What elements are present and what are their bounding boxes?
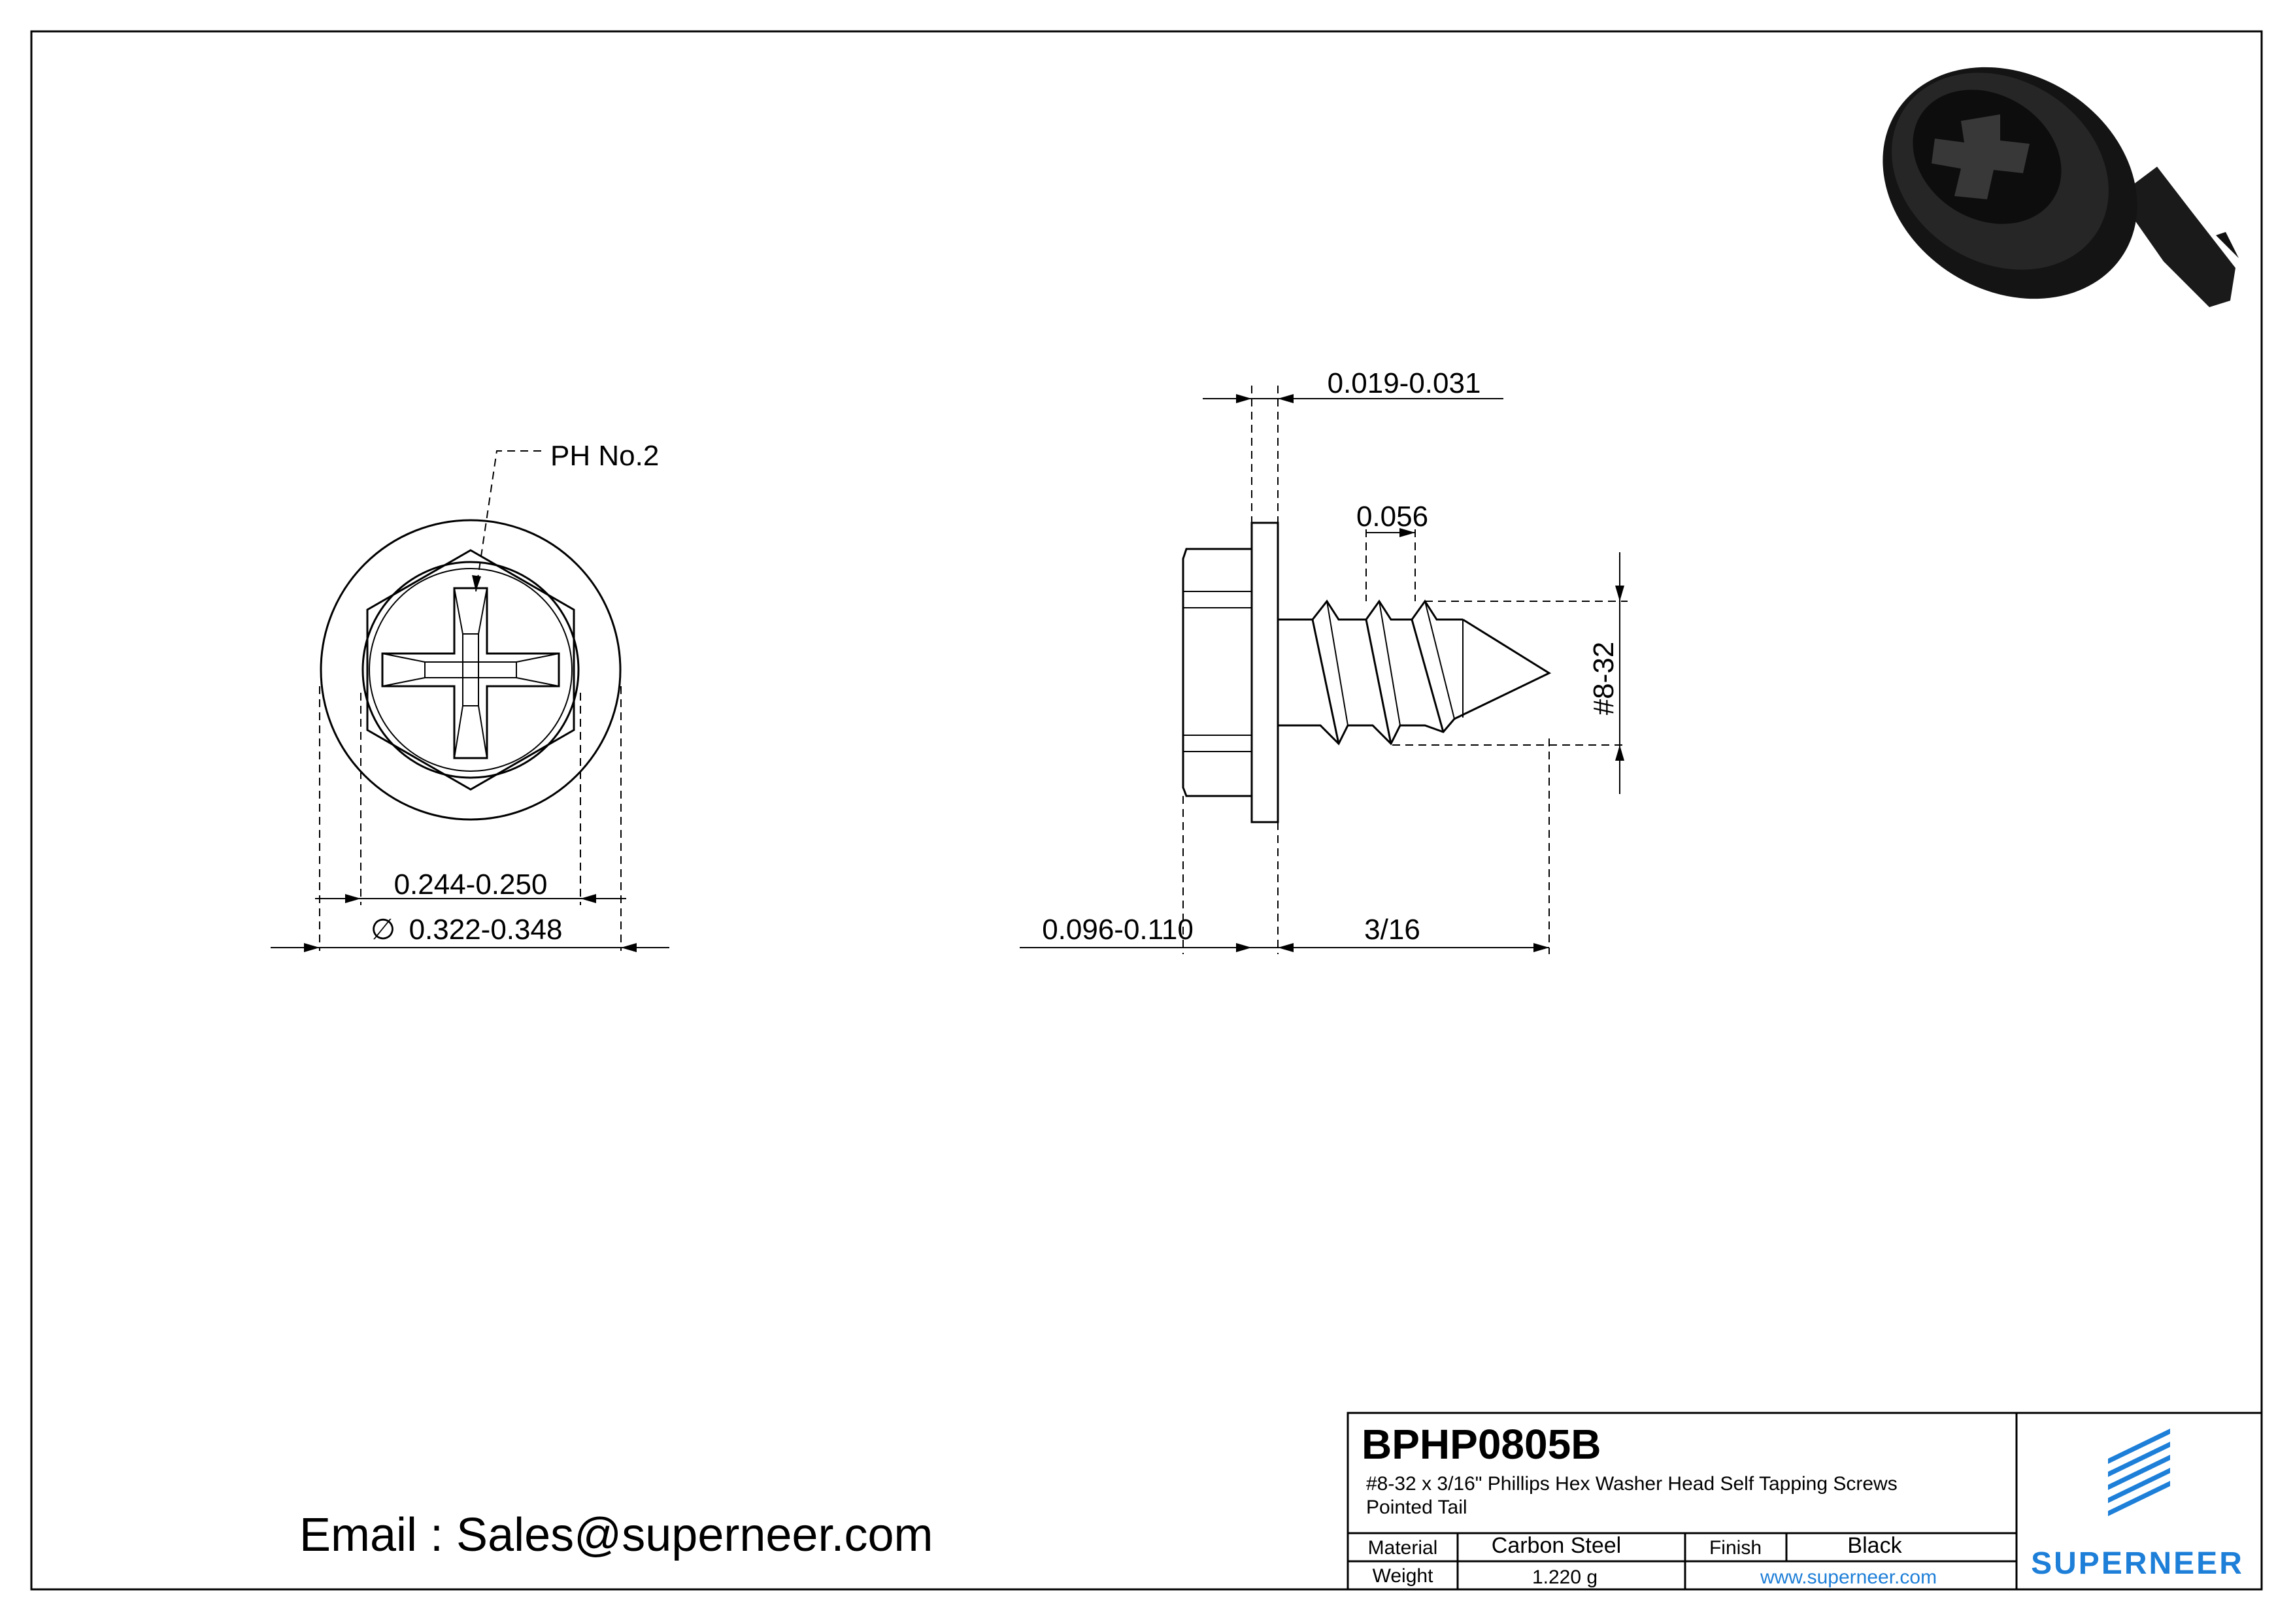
superneer-stripes-icon: [2108, 1429, 2170, 1516]
logo-stripe-4: [2108, 1468, 2170, 1503]
thread-helix-1: [1311, 619, 1340, 744]
drive-callout-leader: [475, 450, 541, 592]
weight-label: Weight: [1373, 1565, 1433, 1587]
dim-head-height: 0.096-0.110: [1042, 914, 1194, 946]
arrow-washer-r: [621, 943, 637, 952]
thread-helix-3: [1411, 619, 1445, 733]
phillips-recess-icon: [381, 587, 560, 759]
arrow-hex-l: [345, 894, 361, 903]
arrow-length-r: [1533, 943, 1549, 952]
arrow-head-r: [1236, 943, 1252, 952]
arrow-thread-top: [1615, 586, 1624, 601]
screw-3d-render-icon: [1883, 67, 2239, 307]
description-line-1: #8-32 x 3/16" Phillips Hex Washer Head S…: [1366, 1473, 1898, 1495]
drawing-border: [30, 30, 2263, 1591]
render-shank: [2118, 167, 2235, 307]
logo-stripe-3: [2108, 1455, 2170, 1490]
arrow-pitch: [1399, 528, 1415, 537]
material-value: Carbon Steel: [1492, 1533, 1621, 1558]
dim-thread-size: #8-32: [1588, 642, 1620, 716]
brand-name: SUPERNEER: [2031, 1546, 2244, 1581]
arrow-thread-bottom: [1615, 745, 1624, 761]
render-tip: [2216, 232, 2239, 258]
recess-flute-left: [382, 653, 426, 687]
arrow-flange-l: [1236, 394, 1252, 403]
finish-value: Black: [1847, 1533, 1902, 1558]
thread-helix-2: [1365, 619, 1392, 744]
hex-head-side: [1182, 548, 1253, 797]
thread-helix-3b: [1424, 601, 1455, 720]
title-block: BPHP0805B #8-32 x 3/16" Phillips Hex Was…: [1347, 1412, 2263, 1591]
finish-label: Finish: [1709, 1537, 1762, 1559]
recess-flute-top: [454, 588, 488, 635]
arrow-flange-r: [1278, 394, 1294, 403]
website-link[interactable]: www.superneer.com: [1760, 1566, 1937, 1588]
dim-length: 3/16: [1364, 914, 1420, 946]
render-recess: [1932, 114, 2030, 199]
recess-flute-bottom: [454, 705, 488, 759]
hex-outline: [366, 549, 575, 791]
head-circle-outer: [361, 561, 580, 779]
thread-helix-1b: [1326, 601, 1348, 726]
part-number: BPHP0805B: [1362, 1421, 1601, 1468]
drive-callout-label: PH No.2: [550, 440, 659, 472]
thread-helix-2b: [1379, 601, 1401, 726]
dim-hex-across-flats: 0.244-0.250: [394, 869, 548, 901]
description-line-2: Pointed Tail: [1366, 1497, 1467, 1518]
head-circle-inner: [369, 568, 573, 772]
dim-thread-pitch: 0.056: [1356, 501, 1428, 533]
arrow-washer-l: [304, 943, 320, 952]
recess-flute-right: [516, 653, 560, 687]
logo-stripe-1: [2108, 1429, 2170, 1464]
diameter-symbol: ∅: [371, 914, 395, 946]
drive-callout-arrow: [472, 575, 481, 591]
dim-washer-thickness: 0.019-0.031: [1328, 367, 1481, 399]
weight-value: 1.220 g: [1532, 1566, 1598, 1588]
contact-email[interactable]: Email : Sales@superneer.com: [299, 1509, 933, 1561]
arrow-hex-r: [580, 894, 596, 903]
pointed-tail: [1454, 618, 1552, 720]
side-view: 0.019-0.031 0.056 #8-32 0.096-0.110 3/16: [1020, 367, 1628, 954]
washer-flange-side: [1250, 522, 1279, 823]
arrow-length-l: [1278, 943, 1294, 952]
thread-crests-bottom: [1278, 718, 1456, 746]
dim-washer-diameter: 0.322-0.348: [409, 914, 563, 946]
tb-frame: [1347, 1412, 2263, 1591]
logo-stripe-5: [2108, 1481, 2170, 1516]
thread-crests-top: [1278, 599, 1463, 621]
material-label: Material: [1368, 1537, 1438, 1559]
washer-outline: [320, 519, 622, 821]
top-view: PH No.2 0.244-0.250 ∅ 0.322-0.348: [271, 440, 669, 952]
logo-stripe-2: [2108, 1442, 2170, 1477]
